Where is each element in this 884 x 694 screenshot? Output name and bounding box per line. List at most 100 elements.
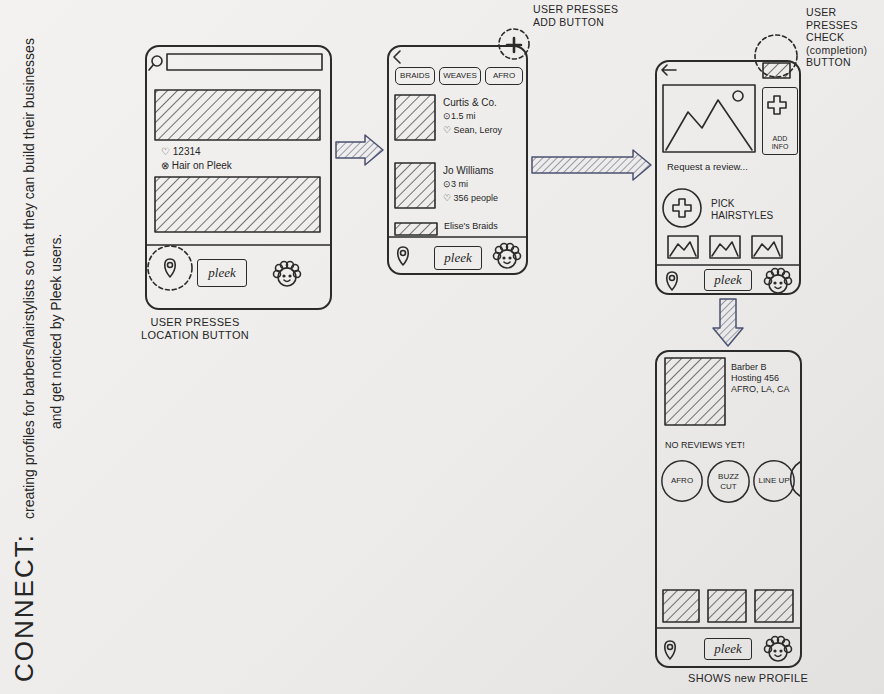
logo-button: pleek: [704, 638, 752, 660]
image-placeholder: [395, 95, 435, 140]
screen-text: Jo Williams: [443, 165, 494, 177]
side-note: CONNECT: creating profiles for barbers/ha…: [6, 20, 106, 688]
tab-bar-divider: [656, 264, 800, 266]
button-label: pleek: [714, 272, 741, 288]
tab-bar-divider: [388, 236, 527, 238]
screen-text: ♡ Sean, Leroy: [443, 125, 502, 136]
phone-screen: Barber B Hosting 456 AFRO, LA, CA NO REVI…: [655, 350, 802, 668]
add-info-button: ADD INFO: [762, 87, 798, 155]
search-bar: [149, 54, 322, 70]
button-label: ADD INFO: [766, 135, 794, 151]
logo-button: pleek: [704, 269, 752, 291]
screen-text: Request a review...: [667, 161, 748, 172]
photo-placeholder: [670, 242, 696, 256]
photo-placeholder: [754, 242, 780, 256]
add-icon: [768, 96, 786, 114]
photo-placeholder: [752, 236, 782, 258]
screen-text: Barber B Hosting 456 AFRO, LA, CA: [731, 362, 797, 394]
profile-icon: [765, 637, 792, 662]
profile-icon: [494, 244, 521, 269]
screen-text: ⊙1.5 mi: [443, 111, 476, 122]
image-placeholder: [395, 223, 437, 235]
photo-placeholder: [668, 236, 698, 258]
profile-icon: [765, 269, 792, 294]
annotation-note: SHOWS new PROFILE: [688, 672, 808, 685]
phone-screen: Curtis & Co. ⊙1.5 mi ♡ Sean, Leroy Jo Willi…: [387, 45, 528, 275]
flow-arrow: [336, 135, 383, 165]
button-label: BUZZ CUT: [713, 472, 745, 490]
filter-tab: AFRO: [485, 67, 523, 85]
search-bar: [167, 54, 322, 70]
flow-arrow: [713, 299, 743, 346]
button-label: BRAIDS: [400, 71, 430, 81]
filter-tab: WEAVES: [439, 67, 481, 85]
search-bar: [149, 65, 154, 71]
logo-button: pleek: [197, 259, 247, 287]
image-placeholder: [395, 163, 435, 208]
heading: CONNECT:: [9, 533, 40, 682]
screen-text: NO REVIEWS YET!: [665, 440, 745, 451]
screen-text: ⊙3 mi: [443, 179, 468, 190]
sketch-ink: [146, 29, 800, 661]
add-hairstyle-button: [663, 189, 701, 227]
chip-outline: [662, 461, 702, 501]
image-placeholder: [708, 590, 746, 622]
button-label: pleek: [444, 250, 471, 266]
button-label: LINE UP: [758, 476, 790, 485]
hairstyle-chip: LINE UP: [753, 460, 795, 502]
hairstyle-chip: BUZZ CUT: [707, 460, 750, 503]
image-placeholder: [155, 90, 320, 232]
location-icon: [398, 247, 409, 265]
screen-text: ♡ 12314: [161, 146, 201, 158]
phone-screen: ♡ 12314 ⊗ Hair on Pleek pleek: [145, 45, 332, 310]
annotation-note: USER PRESSES LOCATION BUTTON: [140, 316, 250, 342]
button-label: pleek: [208, 265, 235, 281]
button-label: AFRO: [493, 71, 515, 81]
description-note: creating profiles for barbers/hairstylis…: [16, 26, 70, 429]
screen-text: Elise's Braids: [444, 221, 498, 232]
annotation-note: USER PRESSES CHECK (completion) BUTTON: [806, 6, 880, 69]
tab-bar-divider: [656, 627, 800, 629]
tap-highlight: [148, 246, 192, 290]
profile-icon: [274, 262, 301, 287]
button-label: WEAVES: [443, 71, 477, 81]
filter-tab: BRAIDS: [395, 67, 435, 85]
screen-text: Curtis & Co.: [443, 97, 497, 109]
photo-placeholder: [712, 242, 738, 256]
image-placeholder: [665, 358, 725, 425]
photo-placeholder: [733, 91, 743, 101]
location-icon: [165, 259, 176, 277]
tap-highlight: [499, 29, 529, 59]
image-placeholder: [663, 590, 793, 622]
screen-text: PICK HAIRSTYLES: [711, 198, 791, 222]
logo-button: pleek: [434, 246, 482, 270]
photo-placeholder: [668, 236, 782, 258]
add-hairstyle-button: [673, 199, 691, 217]
photo-placeholder: [663, 85, 755, 152]
image-placeholder: [155, 90, 320, 140]
image-placeholder: [663, 590, 699, 622]
screen-text: ♡ 356 people: [443, 193, 498, 204]
flow-arrow: [532, 150, 651, 180]
back-chevron: [394, 51, 400, 63]
add-hairstyle-button: [663, 189, 701, 227]
button-label: pleek: [714, 641, 741, 657]
annotation-note: USER PRESSES ADD BUTTON: [533, 3, 625, 28]
image-placeholder: [155, 177, 320, 232]
chip-outline: [754, 461, 794, 501]
hairstyle-chip: AFRO: [661, 460, 703, 502]
back-arrow: [662, 65, 676, 75]
image-placeholder: [755, 590, 793, 622]
image-placeholder: [395, 95, 437, 235]
location-icon: [665, 641, 676, 659]
photo-placeholder: [663, 85, 755, 152]
location-icon: [667, 272, 678, 290]
phone-screen: Request a review... PICK HAIRSTYLES ADD IN…: [655, 60, 801, 295]
tap-highlight: [755, 35, 797, 77]
chip-outline: [708, 461, 749, 502]
photo-placeholder: [666, 100, 752, 150]
screen-text: ⊗ Hair on Pleek: [161, 160, 232, 172]
